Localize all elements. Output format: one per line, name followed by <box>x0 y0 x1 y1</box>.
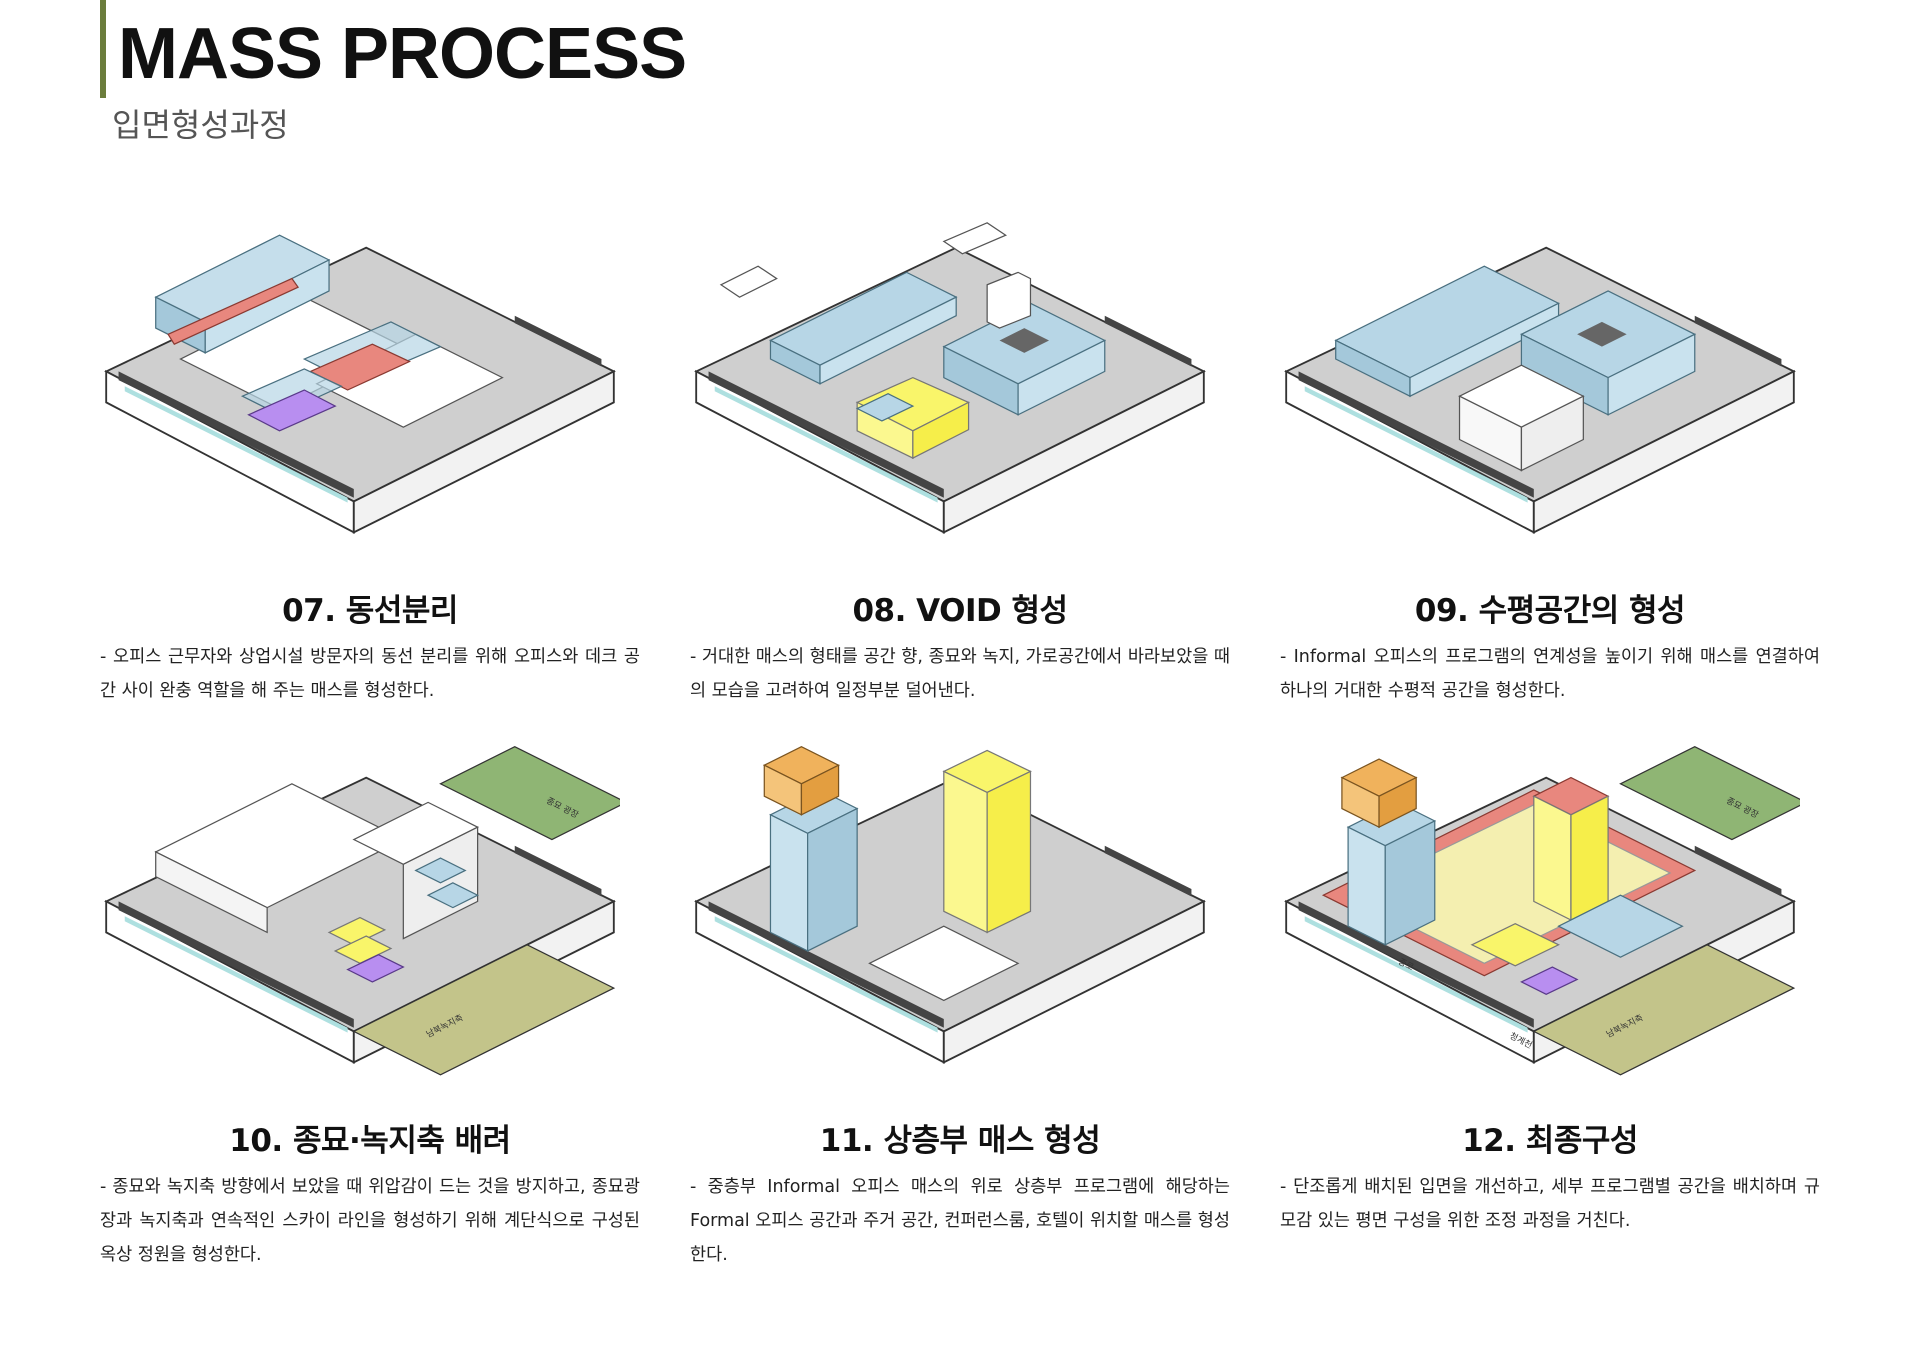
panel-12: 종묘 광장 남북녹지축 종로 청계천 12. 최종구성 - 단조롭게 배치된 입… <box>1280 730 1840 1231</box>
panel-07-title: 07. 동선분리 <box>282 593 458 629</box>
panel-10-title: 10. 종묘·녹지축 배려 <box>229 1123 511 1159</box>
panel-12-diagram: 종묘 광장 남북녹지축 종로 청계천 <box>1285 745 1800 1076</box>
panel-09: 09. 수평공간의 형성 - Informal 오피스의 프로그램의 연계성을 … <box>1280 200 1840 701</box>
panel-09-diagram <box>1285 246 1795 534</box>
panel-08-title: 08. VOID 형성 <box>852 593 1068 629</box>
panel-10-diagram: 종묘 광장 남북녹지축 <box>105 745 620 1076</box>
panel-10: 종묘 광장 남북녹지축 10. 종묘·녹지축 배려 - 종묘와 녹지축 방향에서… <box>100 730 660 1265</box>
panel-11: 11. 상층부 매스 형성 - 중층부 Informal 오피스 매스의 위로 … <box>690 730 1250 1265</box>
panel-08: 08. VOID 형성 - 거대한 매스의 형태를 공간 향, 종묘와 녹지, … <box>690 200 1250 701</box>
panel-07-desc: - 오피스 근무자와 상업시설 방문자의 동선 분리를 위해 오피스와 데크 공… <box>100 647 640 701</box>
panel-11-title: 11. 상층부 매스 형성 <box>819 1123 1101 1159</box>
title-accent-bar <box>100 0 106 98</box>
panel-10-desc: - 종묘와 녹지축 방향에서 보았을 때 위압감이 드는 것을 방지하고, 종묘… <box>100 1177 640 1265</box>
panel-07-diagram <box>105 234 615 534</box>
panel-08-diagram <box>695 222 1205 534</box>
page-title: MASS PROCESS <box>118 14 687 94</box>
panel-08-desc: - 거대한 매스의 형태를 공간 향, 종묘와 녹지, 가로공간에서 바라보았을… <box>690 647 1230 701</box>
panel-12-title: 12. 최종구성 <box>1462 1123 1638 1159</box>
panel-12-desc: - 단조롭게 배치된 입면을 개선하고, 세부 프로그램별 공간을 배치하며 규… <box>1280 1177 1820 1231</box>
panel-11-desc: - 중층부 Informal 오피스 매스의 위로 상층부 프로그램에 해당하는… <box>690 1177 1230 1265</box>
panel-09-desc: - Informal 오피스의 프로그램의 연계성을 높이기 위해 매스를 연결… <box>1280 647 1820 701</box>
page-subtitle: 입면형성과정 <box>112 106 289 144</box>
panel-09-title: 09. 수평공간의 형성 <box>1414 593 1686 629</box>
panel-11-diagram <box>695 745 1205 1064</box>
panel-07: 07. 동선분리 - 오피스 근무자와 상업시설 방문자의 동선 분리를 위해 … <box>100 200 660 701</box>
